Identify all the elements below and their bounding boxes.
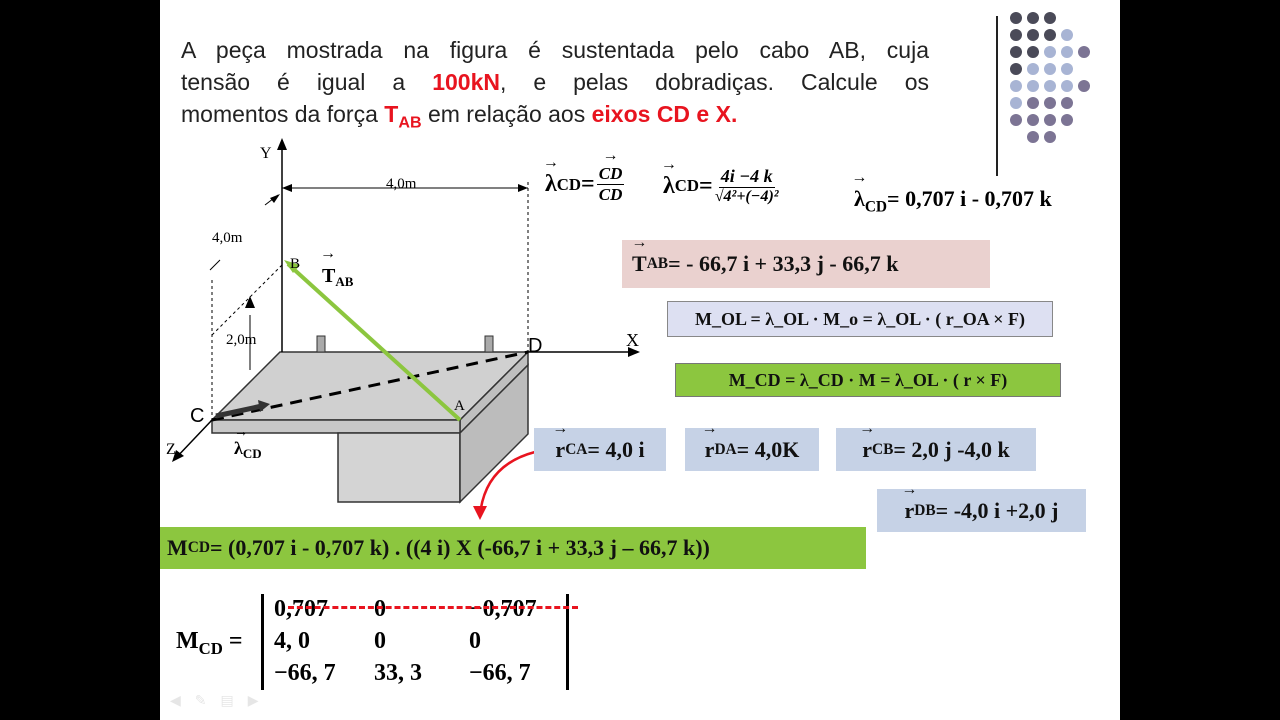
matrix-cell: 0 (469, 628, 481, 654)
decor-dot (1044, 29, 1056, 41)
z-axis-label: Z (166, 441, 176, 458)
decor-dot (1010, 29, 1022, 41)
statement-line-2: tensão é igual a 100kN, e pelas dobradiç… (181, 69, 929, 95)
decorative-dots (1010, 12, 1120, 162)
decor-dot (1044, 46, 1056, 58)
slide: A peça mostrada na figura é sustentada p… (160, 0, 1120, 720)
statement-line-1: A peça mostrada na figura é sustentada p… (181, 37, 929, 63)
block-front (337, 432, 461, 503)
decor-dot (1027, 80, 1039, 92)
decor-dot (1078, 46, 1090, 58)
decor-dot (1061, 114, 1073, 126)
decor-dot (1010, 12, 1022, 24)
tab-vector-box: TAB= - 66,7 i + 33,3 j - 66,7 k (622, 240, 990, 288)
decor-dot (1061, 46, 1073, 58)
decor-dot (1044, 12, 1056, 24)
decor-dot (1010, 114, 1022, 126)
decor-dot (1044, 97, 1056, 109)
decor-dot (1044, 63, 1056, 75)
slab-front (211, 419, 461, 434)
decor-dot (1027, 29, 1039, 41)
point-a: A (454, 398, 465, 414)
lambda-label: λCD (234, 438, 262, 461)
matrix-cell: 0 (374, 596, 386, 622)
dim-side: 4,0m (212, 230, 243, 246)
x-axis-label: X (626, 330, 639, 350)
matrix-cell: 0 (374, 628, 386, 654)
figure-diagram: Y X Z 4,0m 4,0m 2,0m B C D A TAB → λCD → (166, 138, 640, 520)
decor-dot (1061, 29, 1073, 41)
divider-line (996, 16, 998, 176)
mcd-formula-box: M_CD = λ_CD · M = λ_OL · ( r × F) (675, 363, 1061, 397)
matrix-cell: −66, 7 (469, 660, 531, 686)
point-d: D (528, 335, 542, 357)
decor-dot (1078, 80, 1090, 92)
decor-dot (1027, 131, 1039, 143)
problem-statement: A peça mostrada na figura é sustentada p… (181, 34, 929, 139)
matrix-cell: 4, 0 (274, 628, 310, 654)
tab-label: TAB (322, 265, 354, 289)
lambda-definition: λCD= CD CD (545, 164, 625, 205)
matrix-cell: −0,707 (469, 596, 537, 622)
decor-dot (1027, 97, 1039, 109)
dim-2m: 2,0m (226, 332, 257, 348)
decor-dot (1061, 80, 1073, 92)
r-db-box: rDB= -4,0 i +2,0 j (877, 489, 1086, 532)
matrix-cell: −66, 7 (274, 660, 336, 686)
force-tab: TAB (384, 101, 422, 132)
mol-formula-box: M_OL = λ_OL · M_o = λ_OL · ( r_OA × F) (667, 301, 1053, 337)
matrix-cell: 0,707 (274, 596, 328, 622)
axes-cd-x: eixos CD e X. (591, 101, 738, 127)
decor-dot (1010, 80, 1022, 92)
decor-dot (1061, 97, 1073, 109)
decor-dot (1027, 63, 1039, 75)
statement-line-3: momentos da força TAB em relação aos eix… (181, 101, 738, 132)
point-c: C (190, 405, 204, 427)
block-side (459, 363, 529, 504)
tension-value: 100kN (432, 69, 500, 95)
decor-dot (1061, 63, 1073, 75)
lambda-normalized: λCD= 4i −4 k √4²+(−4)² (663, 166, 779, 206)
decor-dot (1027, 12, 1039, 24)
lambda-result: λCD= 0,707 i - 0,707 k (854, 186, 1052, 216)
dim-top: 4,0m (386, 176, 417, 192)
r-ca-box: rCA= 4,0 i (534, 428, 666, 471)
slide-nav-icons[interactable]: ◀✎▤▶ (170, 692, 273, 708)
svg-text:→: → (320, 245, 336, 262)
point-b: B (290, 256, 300, 272)
decor-dot (1027, 46, 1039, 58)
decor-dot (1027, 114, 1039, 126)
decor-dot (1044, 131, 1056, 143)
decor-dot (1010, 46, 1022, 58)
determinant-matrix: 0,707 0 −0,707 4, 0 0 0 −66, 7 33, 3 −66, 7 (261, 594, 569, 690)
y-axis-label: Y (260, 145, 272, 162)
decor-dot (1010, 97, 1022, 109)
decor-dot (1044, 80, 1056, 92)
svg-text:→: → (234, 425, 248, 440)
r-da-box: rDA= 4,0K (685, 428, 819, 471)
r-cb-box: rCB= 2,0 j -4,0 k (836, 428, 1036, 471)
strike-line (288, 606, 578, 609)
decor-dot (1044, 114, 1056, 126)
matrix-cell: 33, 3 (374, 660, 422, 686)
decor-dot (1010, 63, 1022, 75)
mcd-determinant-label: MCD = (176, 628, 243, 658)
